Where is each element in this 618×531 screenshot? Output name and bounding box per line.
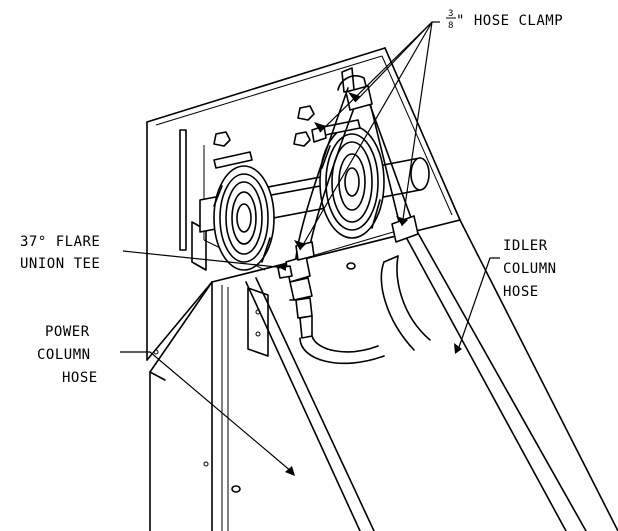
label-flare-union-tee: 37° FLARE UNION TEE: [20, 234, 100, 272]
idler-hose-loop: [337, 67, 587, 531]
hose-clamp-label: " HOSE CLAMP: [456, 13, 563, 29]
idler-line1: IDLER: [503, 238, 548, 254]
label-power-column-hose: POWER COLUMN HOSE: [37, 324, 98, 386]
label-idler-column-hose: IDLER COLUMN HOSE: [503, 238, 557, 300]
flare-tee-line1: 37° FLARE: [20, 234, 100, 250]
leader-lines: [120, 21, 500, 473]
right-sheave: [319, 125, 385, 239]
idler-line3: HOSE: [503, 284, 539, 300]
mounting-bracket: [247, 287, 269, 357]
flare-tee-line2: UNION TEE: [20, 256, 100, 272]
power-line1: POWER: [45, 324, 90, 340]
left-sheave: [213, 165, 275, 271]
hose-clamp-fraction-numerator: 3: [448, 9, 453, 19]
power-column-hose: [245, 277, 385, 531]
power-line3: HOSE: [62, 370, 98, 386]
power-line2: COLUMN: [37, 347, 91, 363]
back-plate-bolts: [213, 105, 361, 169]
idler-line2: COLUMN: [503, 261, 557, 277]
hose-clamp-fraction-denominator: 8: [448, 21, 453, 31]
label-hose-clamp: 3 8 " HOSE CLAMP: [446, 9, 563, 31]
